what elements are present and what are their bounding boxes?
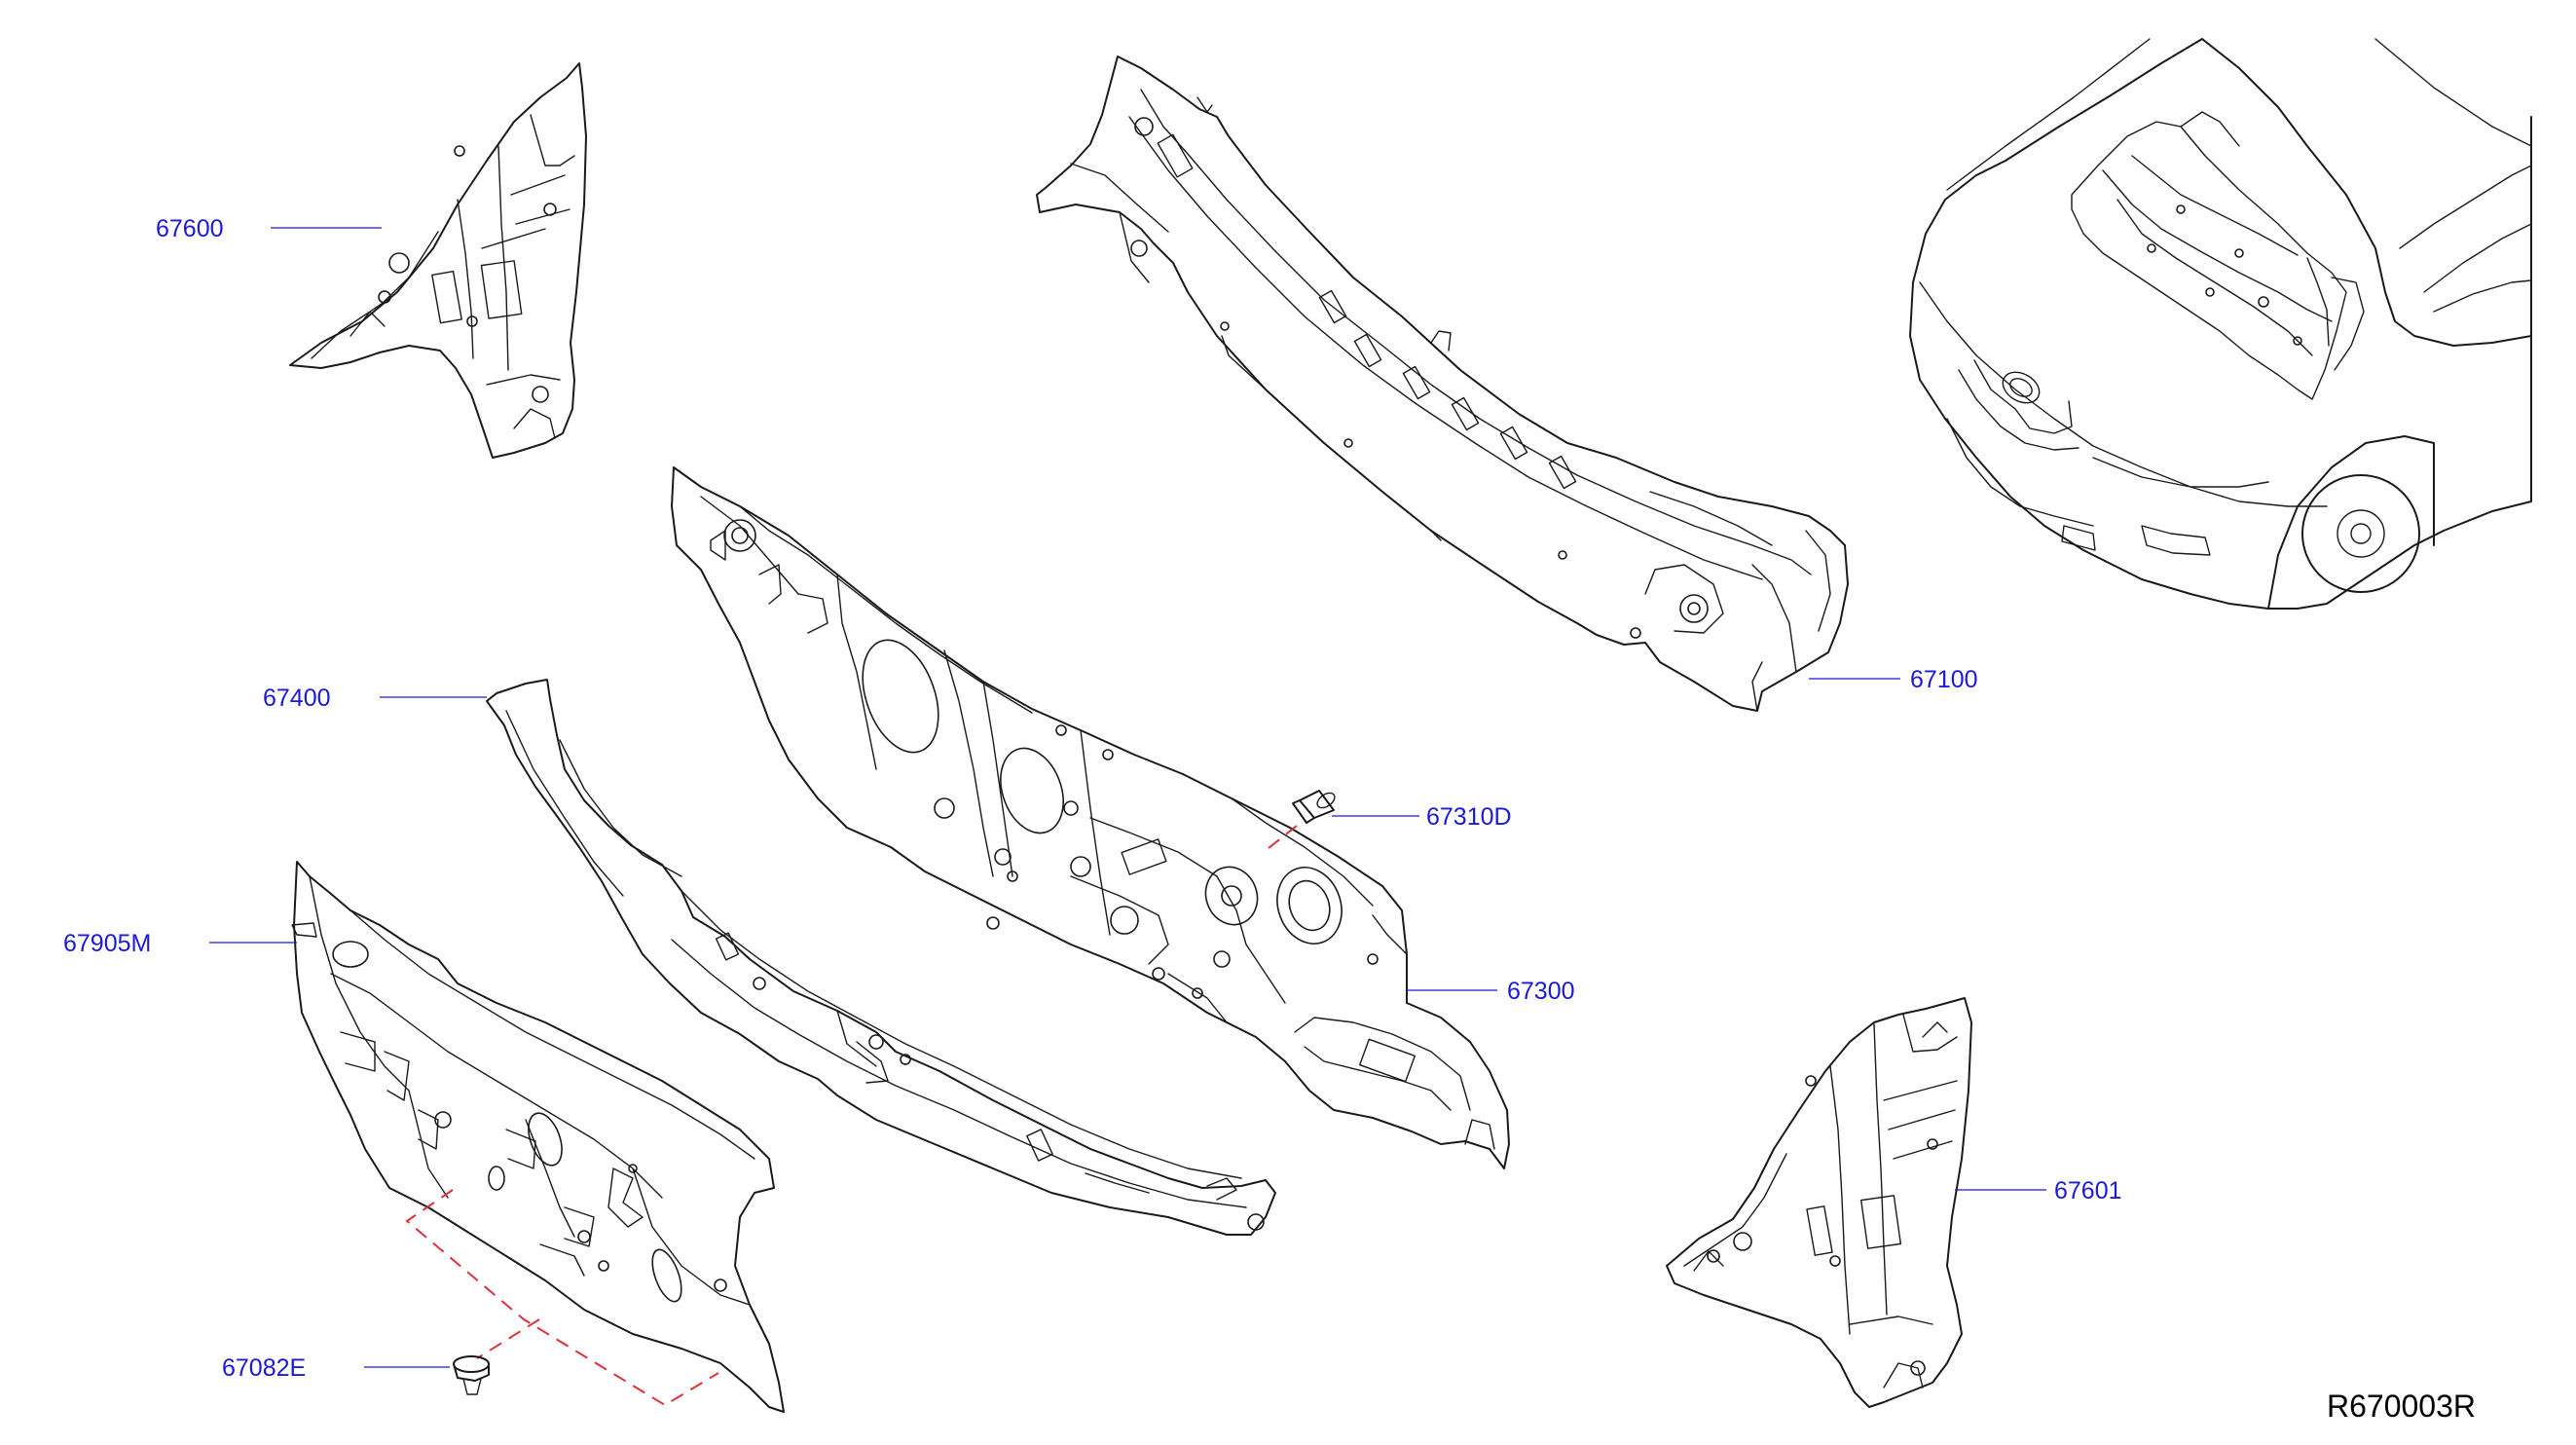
part-label-67905M[interactable]: 67905M bbox=[63, 930, 151, 957]
part-label-67082E[interactable]: 67082E bbox=[222, 1354, 306, 1382]
clip-guide-branch bbox=[476, 1318, 540, 1359]
document-code: R670003R bbox=[2327, 1389, 2476, 1424]
stud-guide-line bbox=[1263, 825, 1298, 853]
part-drawing-67082E[interactable] bbox=[453, 1355, 490, 1395]
part-drawing-67300[interactable] bbox=[671, 466, 1510, 1169]
part-drawing-67905M[interactable] bbox=[291, 861, 785, 1413]
part-label-67400[interactable]: 67400 bbox=[263, 685, 331, 712]
part-drawing-67310D[interactable] bbox=[1263, 790, 1338, 853]
vehicle-location-view bbox=[1909, 38, 2532, 610]
part-drawing-67400[interactable] bbox=[486, 679, 1276, 1236]
part-drawing-67600[interactable] bbox=[289, 62, 587, 459]
part-label-67300[interactable]: 67300 bbox=[1507, 978, 1575, 1005]
part-label-67601[interactable]: 67601 bbox=[2054, 1177, 2122, 1204]
part-label-67100[interactable]: 67100 bbox=[1910, 666, 1978, 693]
part-label-67310D[interactable]: 67310D bbox=[1426, 803, 1512, 831]
clip-guide-line bbox=[405, 1189, 719, 1407]
part-drawing-67601[interactable] bbox=[1666, 997, 1972, 1408]
part-drawing-67100[interactable] bbox=[1036, 56, 1849, 712]
part-label-67600[interactable]: 67600 bbox=[156, 215, 224, 242]
